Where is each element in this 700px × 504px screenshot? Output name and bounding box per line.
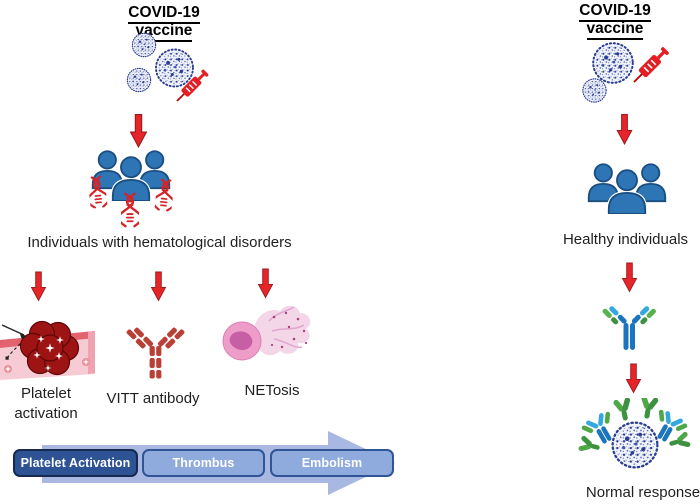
syringe-icon [629,44,672,87]
progression-step-thrombus: Thrombus [142,449,265,477]
right-vaccine-title: COVID-19 vaccine [551,2,679,40]
vaccine-virus-cluster-icon [582,42,672,103]
down-arrow-icon [622,262,637,293]
antibody-icon [637,398,660,421]
population-caption: Healthy individuals [562,231,689,248]
dna-icon [87,175,108,209]
mechanism-label-netosis: NETosis [244,382,300,399]
progression-step-platelet-activation: Platelet Activation [13,449,138,477]
virus-icon [131,32,157,58]
dna-icon [121,192,139,228]
population-caption: Individuals with hematological disorders [27,234,292,251]
igg-antibody-icon [581,411,612,444]
virus-icon [126,67,152,93]
down-arrow-icon [626,363,641,394]
igg-antibody-icon [657,409,688,442]
vaccine-virus-cluster-icon [126,32,211,106]
platelet-aggregation-illustration [0,320,95,380]
healthy-group-icon [586,161,668,214]
down-arrow-icon [616,114,633,145]
virus-icon [611,421,659,469]
igg-antibody-icon [602,306,656,350]
progression-arrow: Platelet Activation Thrombus Embolism [13,428,398,500]
progression-step-embolism: Embolism [270,449,394,477]
left-vaccine-title: COVID-19 vaccine [101,4,227,42]
virus-icon [592,42,634,84]
netosis-illustration [222,305,311,361]
down-arrow-icon [151,271,166,302]
down-arrow-icon [130,114,147,148]
down-arrow-icon [31,271,46,302]
virus-icon [582,78,607,103]
antibody-icon [611,398,636,423]
antibody-icon [576,434,602,457]
outcome-caption: Normal response [585,484,700,501]
vitt-antibody-icon [126,327,185,379]
virus-icon [155,48,194,88]
mechanism-label-vitt-antibody: VITT antibody [106,390,200,407]
dna-icon [154,178,175,212]
mechanism-label-platelet-activation: Platelet activation [14,385,78,422]
down-arrow-icon [258,268,273,299]
antibody-icon [667,430,693,453]
neutralized-virus-illustration [576,398,693,469]
